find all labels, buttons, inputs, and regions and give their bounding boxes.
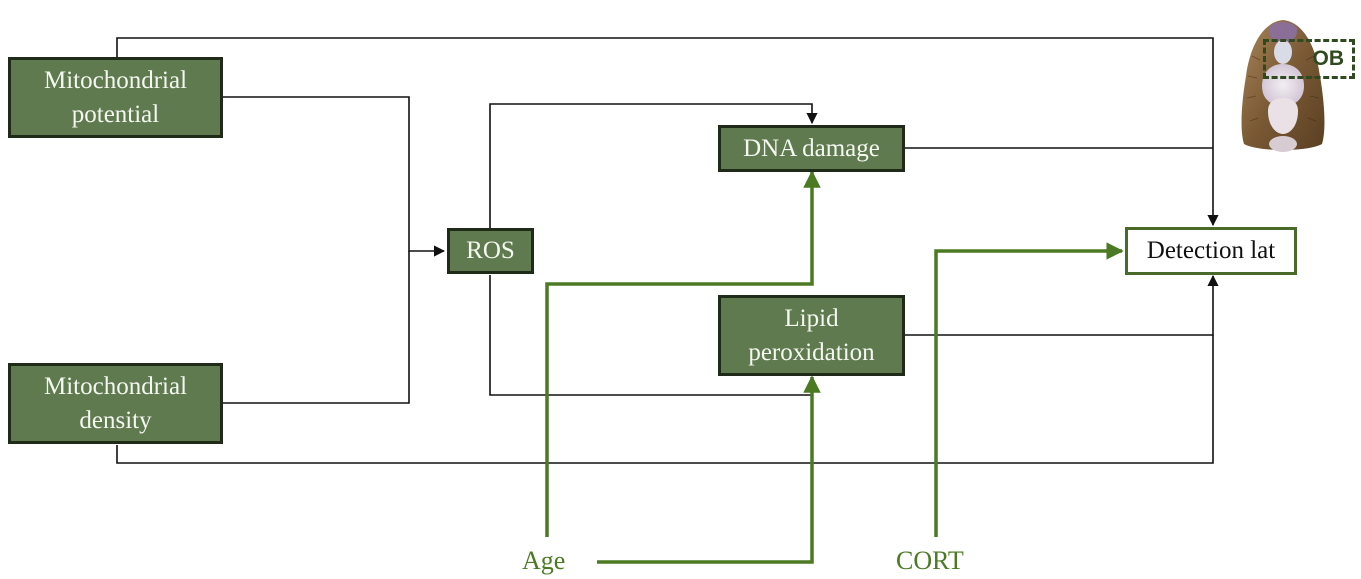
ob-region-label: OB <box>1312 47 1345 70</box>
node-mitochondrial-potential: Mitochondrial potential <box>8 57 223 138</box>
node-lipid-peroxidation-line2: peroxidation <box>748 338 875 366</box>
node-dna-damage: DNA damage <box>718 125 905 172</box>
edge-density-to-ros <box>222 251 410 404</box>
edge-cort-to-detection <box>934 242 1124 537</box>
node-ros: ROS <box>447 228 534 274</box>
edge-age-to-dna <box>545 170 821 537</box>
ob-region-box: OB <box>1263 39 1355 79</box>
node-ros-label: ROS <box>466 237 515 264</box>
node-dna-damage-label: DNA damage <box>743 134 880 162</box>
edge-age-to-lipid <box>597 375 821 564</box>
node-lipid-peroxidation-line1: Lipid <box>784 304 839 332</box>
node-detection-lat: Detection lat <box>1125 227 1297 275</box>
node-lipid-peroxidation: Lipid peroxidation <box>718 295 905 376</box>
node-mitochondrial-potential-line1: Mitochondrial <box>43 66 188 94</box>
edge-potential-to-ros <box>222 96 446 257</box>
covariate-age-label: Age <box>522 546 566 575</box>
brain-illustration <box>1241 20 1325 152</box>
node-mitochondrial-density-line1: Mitochondrial <box>43 372 188 400</box>
covariate-cort-label: CORT <box>896 546 964 575</box>
node-detection-lat-label: Detection lat <box>1146 237 1276 264</box>
edge-density-to-detection <box>116 335 1214 464</box>
node-mitochondrial-density-line2: density <box>79 406 152 434</box>
node-mitochondrial-density: Mitochondrial density <box>8 363 223 444</box>
node-mitochondrial-potential-line2: potential <box>71 100 160 128</box>
edge-potential-to-detection <box>116 37 1219 227</box>
edge-lipid-to-detection <box>905 274 1219 336</box>
edge-ros-to-dna <box>489 103 818 228</box>
